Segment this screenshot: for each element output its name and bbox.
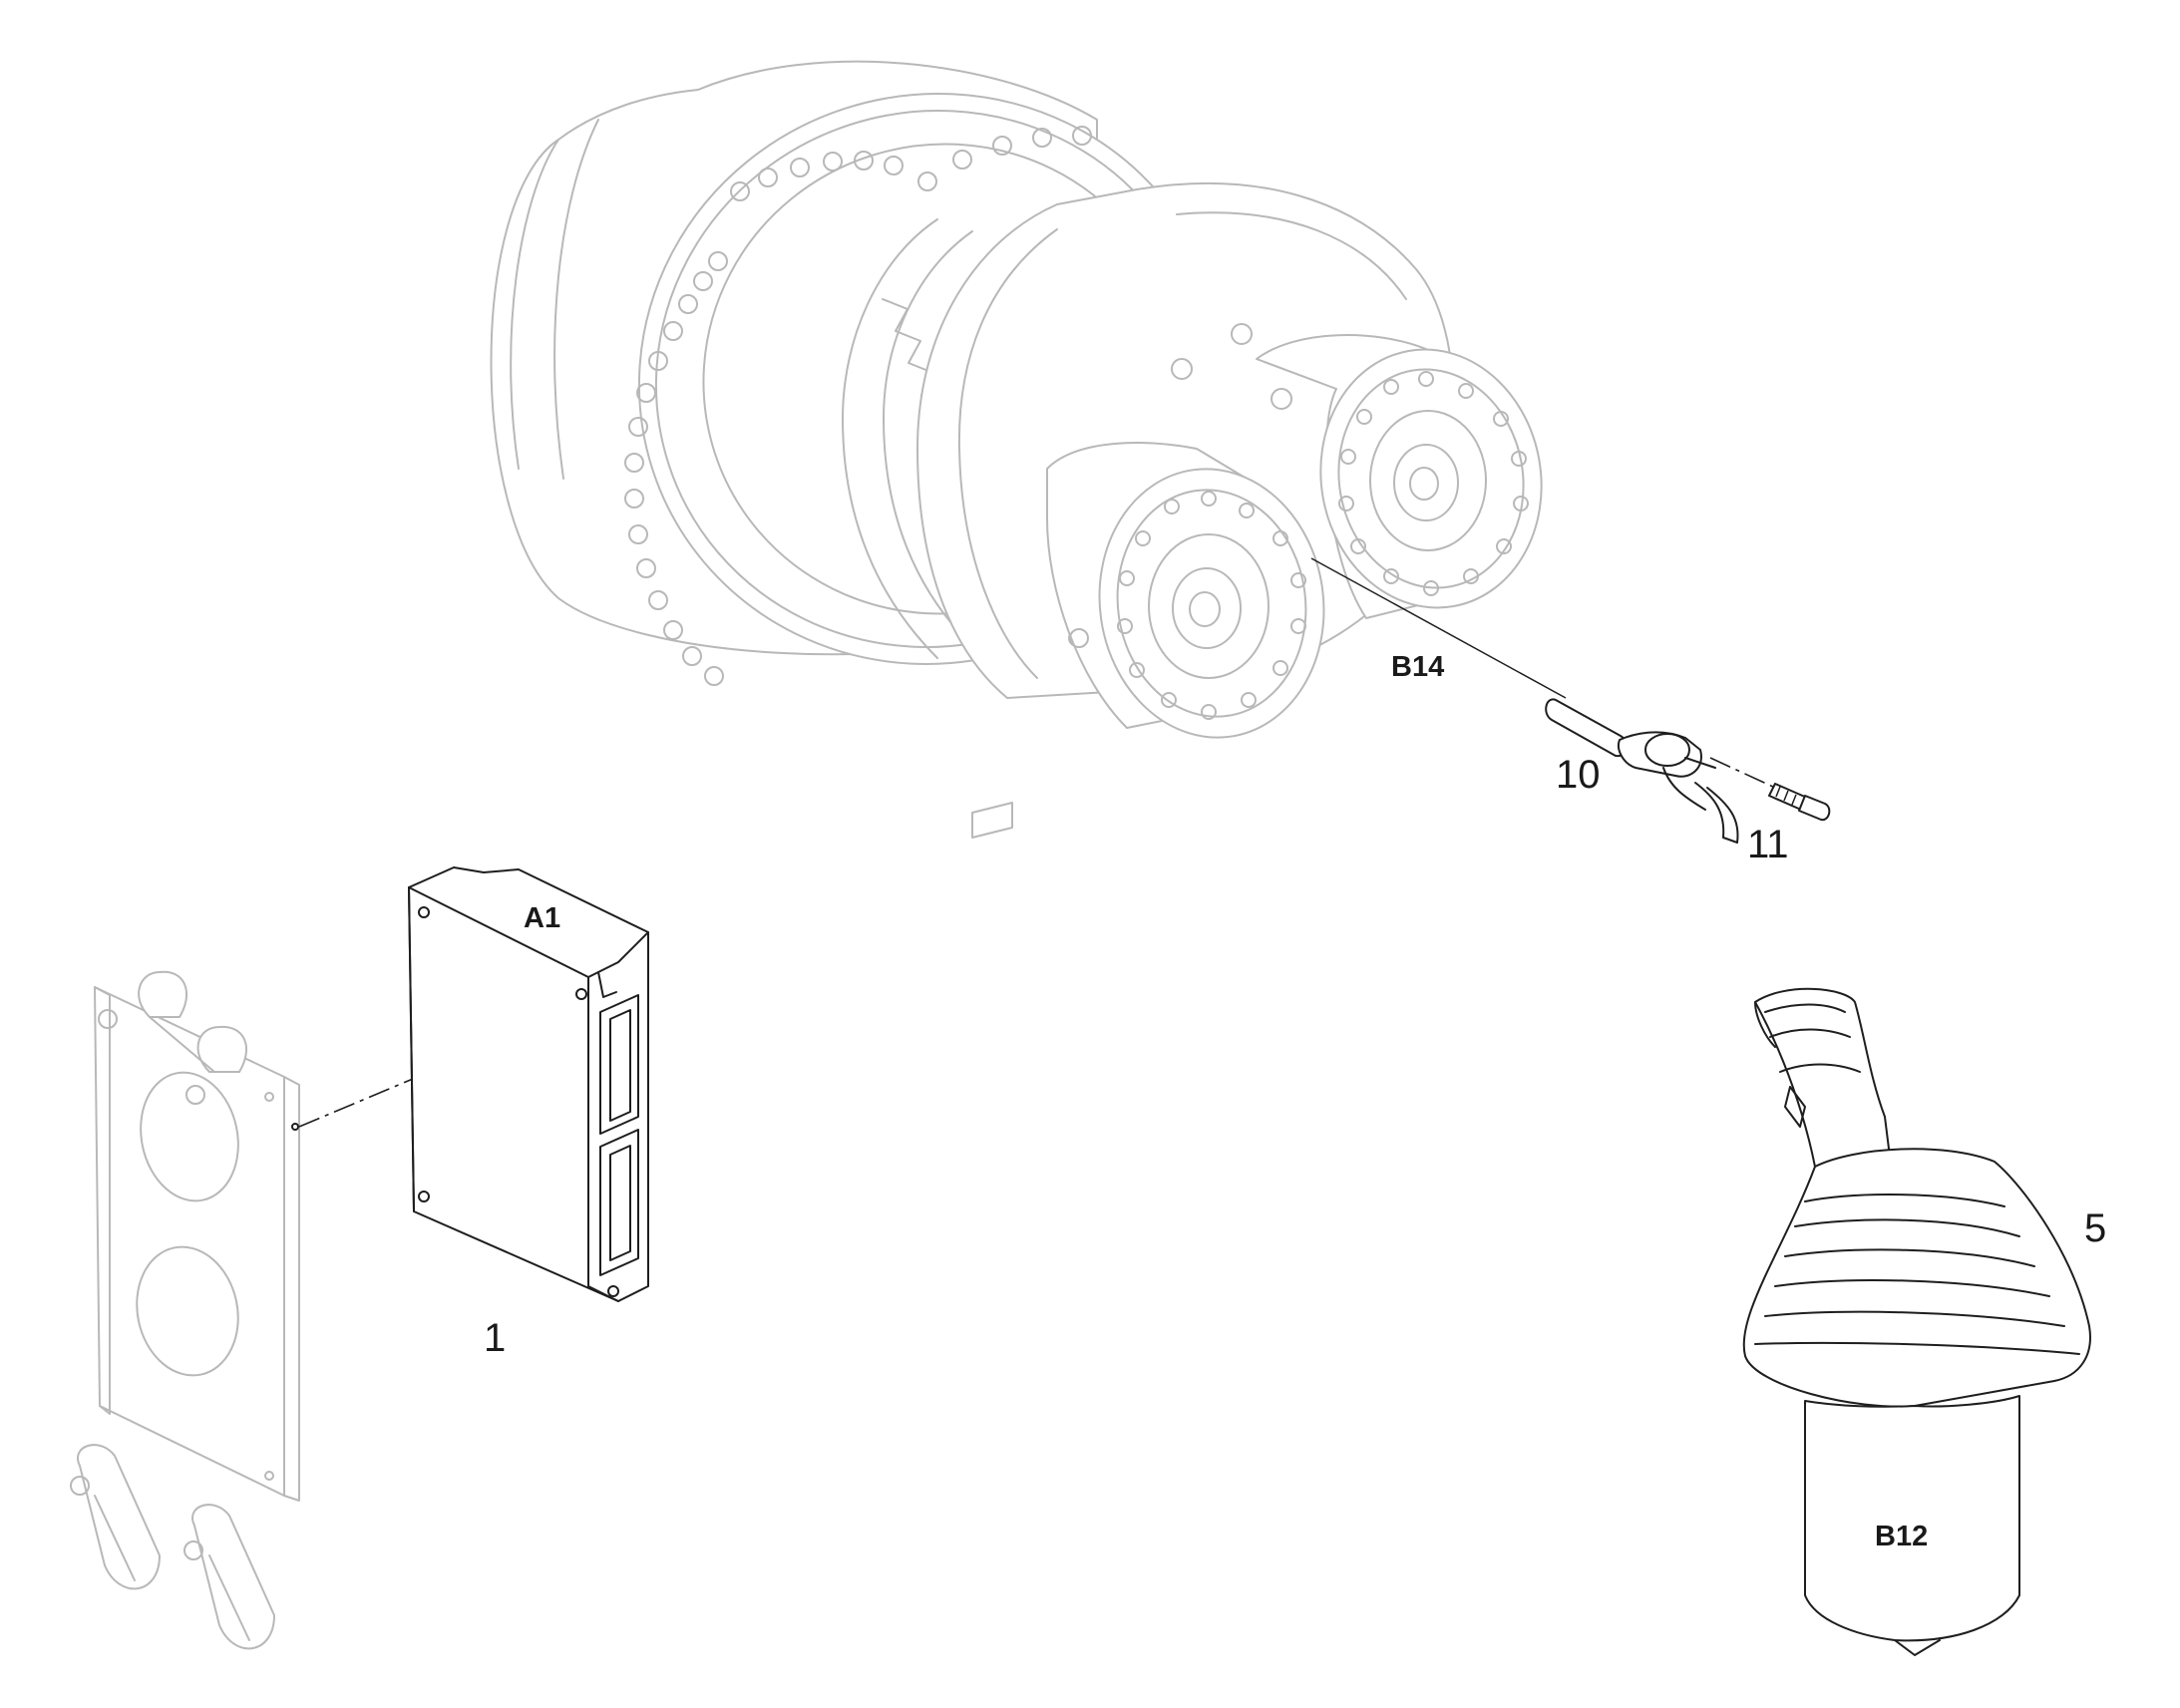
hydraulic-motor-upper — [1256, 334, 1543, 619]
control-unit[interactable]: A1 1 — [408, 866, 649, 1360]
mounting-screw[interactable]: 11 — [1747, 783, 1831, 866]
speed-sensor-callout: 10 — [1556, 753, 1601, 797]
travel-motor-gearbox — [490, 60, 1543, 839]
screw-callout: 11 — [1747, 823, 1789, 866]
speed-sensor[interactable]: B14 10 — [1310, 557, 1776, 844]
control-unit-callout: 1 — [484, 1316, 506, 1360]
flange-bolts — [624, 126, 1092, 686]
joystick-callout: 5 — [2084, 1206, 2106, 1250]
joystick-tag: B12 — [1875, 1521, 1928, 1552]
control-unit-tag: A1 — [524, 902, 560, 934]
mounting-bracket — [70, 970, 584, 1650]
joystick[interactable]: B12 5 — [1742, 987, 2107, 1656]
hydraulic-motor-lower — [1046, 442, 1325, 739]
speed-sensor-tag: B14 — [1391, 651, 1444, 683]
